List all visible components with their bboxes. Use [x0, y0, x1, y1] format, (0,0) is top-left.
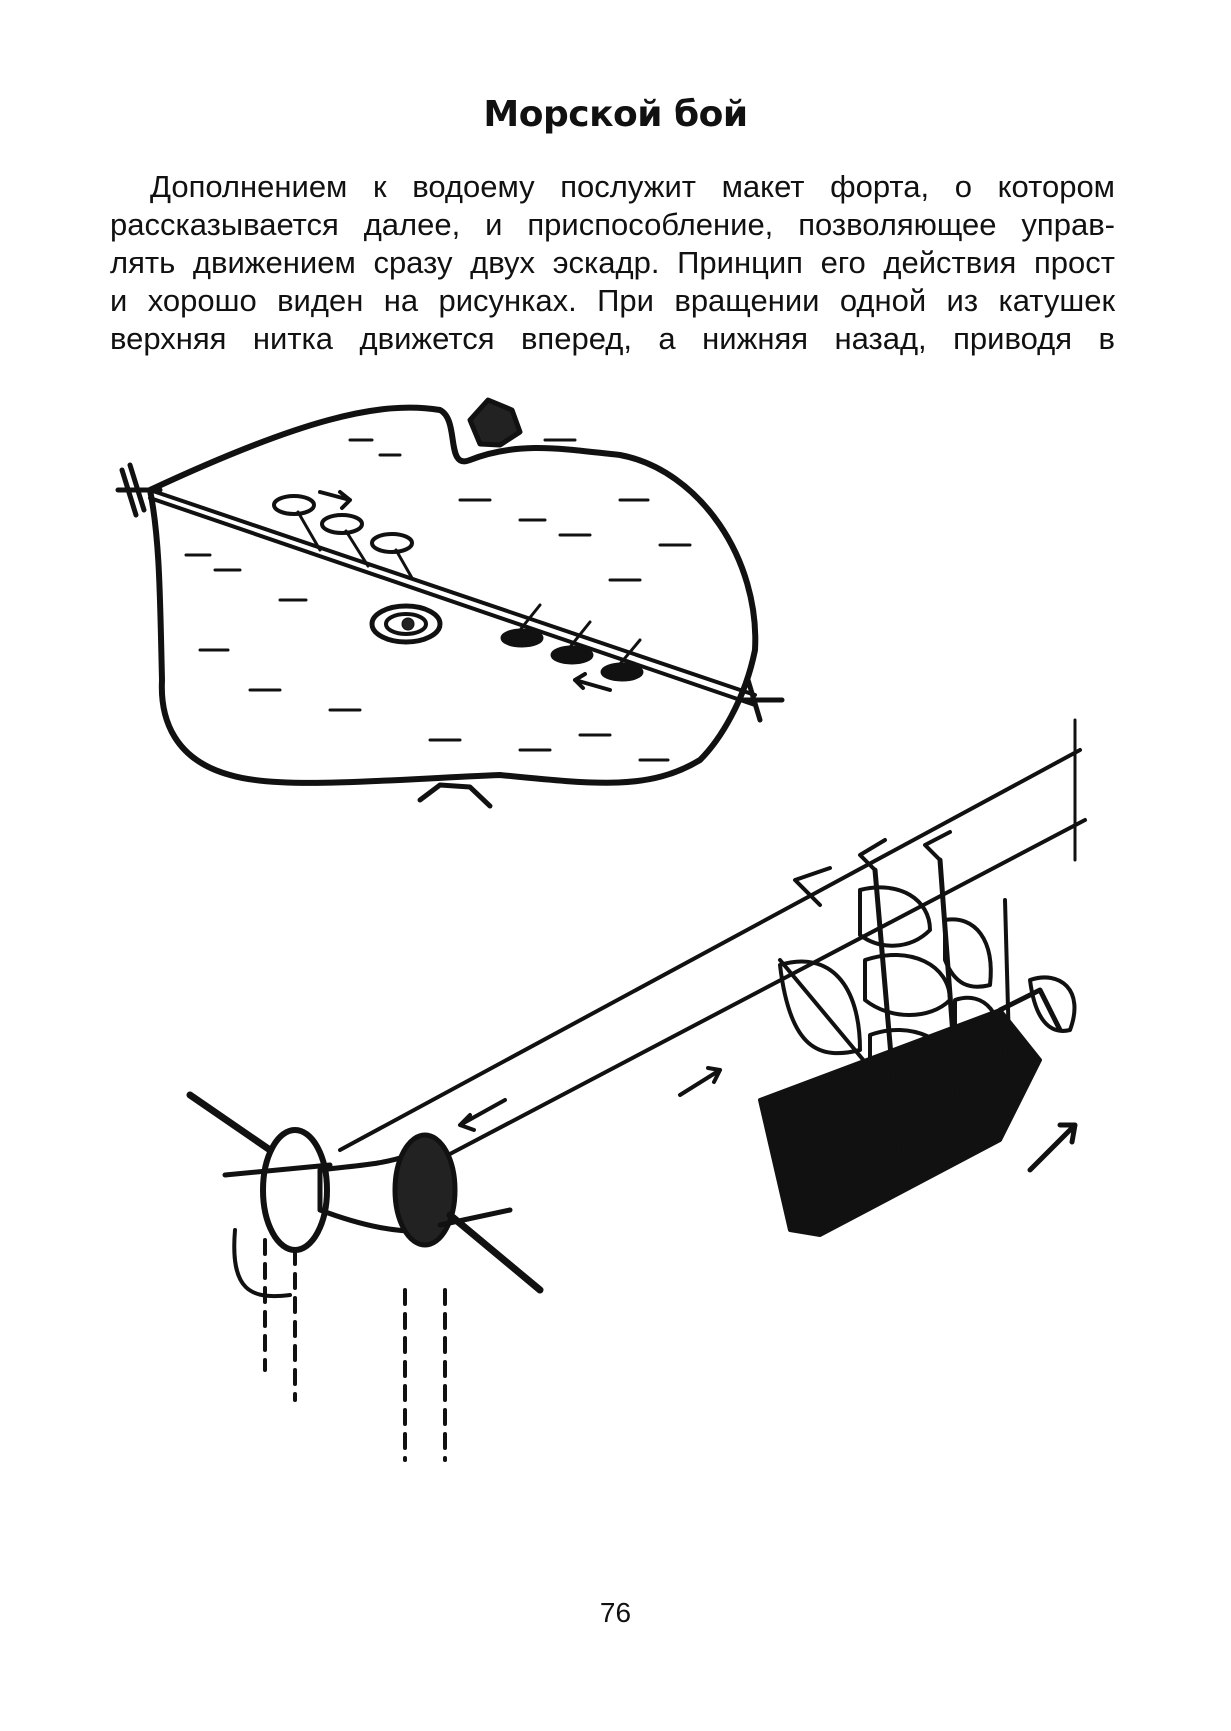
paragraph-line: лять движением сразу двух эскадр. Принци…	[110, 245, 1115, 280]
ship-mechanism-drawing	[186, 718, 1087, 1462]
paragraph-line: верхняя нитка движется вперед, а нижняя …	[110, 321, 1115, 356]
illustration	[115, 397, 1087, 1462]
paragraph-line: и хорошо виден на рисунках. При вращении…	[110, 283, 1115, 318]
paragraph-line: рассказывается далее, и приспособление, …	[110, 207, 1115, 242]
body-paragraph: Дополнением к водоему послужит макет фор…	[110, 168, 1115, 358]
page-number: 76	[599, 1597, 632, 1628]
page-title: Морской бой	[483, 94, 748, 135]
paragraph-line: Дополнением к водоему послужит макет фор…	[150, 169, 1115, 204]
pond-drawing	[115, 397, 785, 809]
